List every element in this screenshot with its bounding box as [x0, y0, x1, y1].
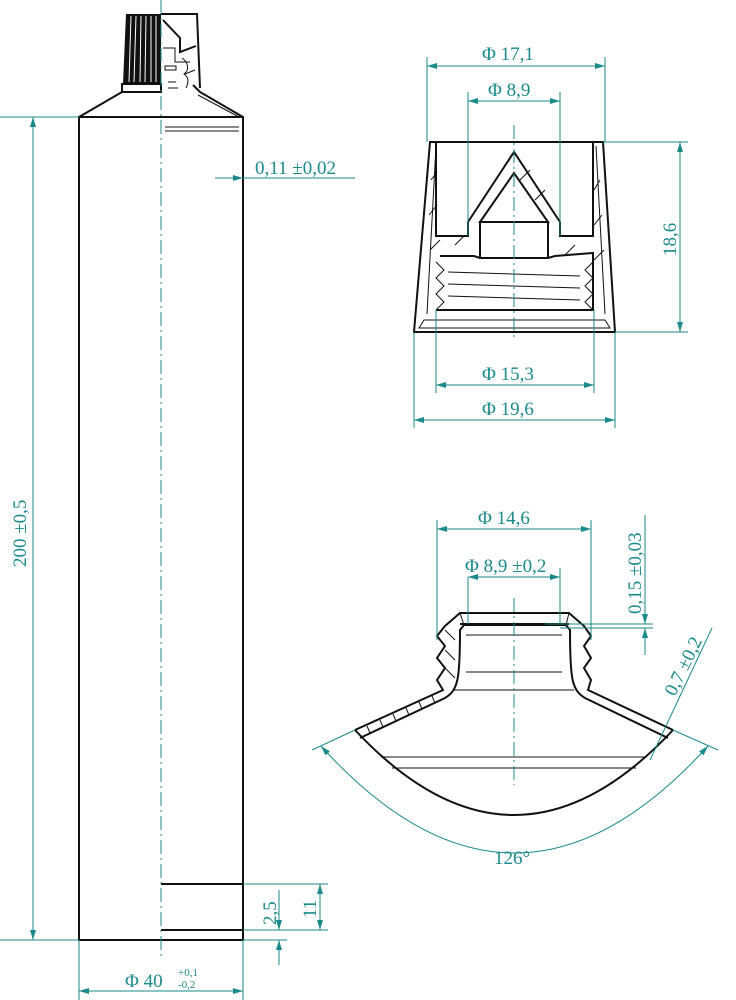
cap-knurl — [121, 14, 162, 93]
tube-diameter-tol-lower: -0,2 — [178, 979, 195, 991]
cap-thread-diameter-dim: Φ 15,3 — [482, 364, 534, 385]
cap-top-diameter-dim: Φ 17,1 — [482, 44, 534, 65]
shoulder-view: Φ 14,6 Φ 8,9 ±0,2 0,15 ±0,03 0,7 ±0,2 12… — [311, 508, 719, 869]
tube-diameter-tol-upper: +0,1 — [178, 967, 198, 979]
tube-shoulder-right — [192, 84, 244, 118]
tube-length-dim: 200 ±0,5 — [10, 500, 31, 567]
tube-shoulder-left — [78, 91, 161, 118]
shoulder-thickness-dim: 0,7 ±0,2 — [661, 634, 707, 700]
seal-large-dim: 11 — [300, 900, 321, 918]
shoulder-thread-diameter-dim: Φ 14,6 — [478, 508, 530, 529]
angle-dim: 126° — [494, 848, 530, 869]
cap-section — [161, 13, 201, 89]
cap-height-dim: 18,6 — [660, 223, 681, 256]
cap-view: Φ 17,1 Φ 8,9 18,6 Φ 15,3 Φ 19,6 — [412, 44, 688, 428]
tube-view: 200 ±0,5 0,11 ±0,02 Φ 40 +0,1 -0,2 2,5 1… — [0, 0, 355, 1000]
tube-diameter-dim: Φ 40 — [125, 971, 163, 992]
shoulder-arc — [354, 729, 674, 816]
orifice-diameter-dim: Φ 8,9 ±0,2 — [465, 556, 546, 577]
shoulder-thickness-leader — [649, 627, 713, 761]
cap-bottom-diameter-dim: Φ 19,6 — [482, 399, 534, 420]
cap-inner-diameter-dim: Φ 8,9 — [488, 80, 530, 101]
membrane-thickness-dim: 0,15 ±0,03 — [625, 532, 646, 614]
wall-thickness-dim: 0,11 ±0,02 — [255, 158, 336, 179]
angle-arc — [320, 745, 709, 854]
seal-small-dim: 2,5 — [260, 901, 281, 925]
